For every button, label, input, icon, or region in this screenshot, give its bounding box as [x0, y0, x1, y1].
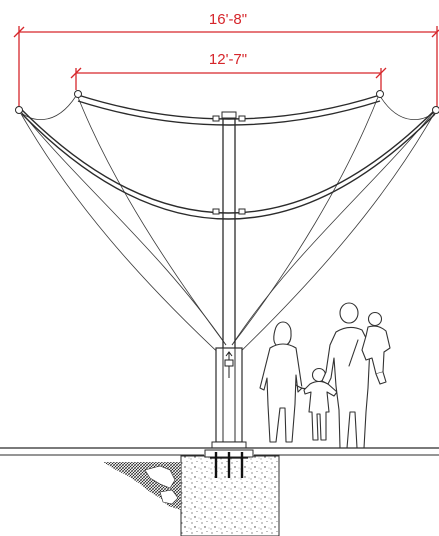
carried-child-figure [361, 311, 391, 385]
woman-figure [259, 321, 309, 443]
small-child-figure [303, 367, 338, 441]
anchor-plate-and-bolts [204, 449, 254, 478]
outer-span-label: 16'-8" [209, 11, 247, 28]
arm-end-caps [15, 90, 439, 114]
lower-canopy-arm [19, 107, 438, 220]
upper-canopy-arm [77, 94, 381, 126]
inner-span-label: 12'-7" [209, 51, 247, 68]
outer-span-dimension: 16'-8" [13, 11, 439, 108]
column-base-sleeve [211, 347, 247, 449]
ground-line [0, 447, 439, 456]
man-figure [321, 302, 371, 449]
shade-fabric-lines [17, 91, 438, 361]
compacted-soil [103, 462, 181, 510]
inner-span-dimension: 12'-7" [70, 51, 387, 90]
